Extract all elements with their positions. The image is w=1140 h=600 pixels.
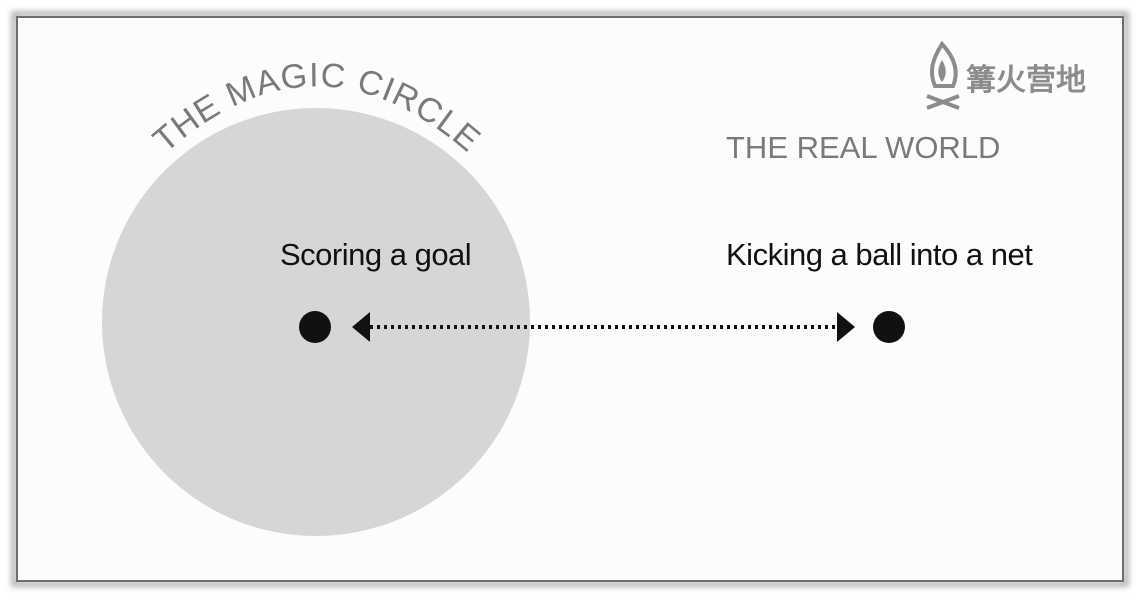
arrowhead-right-icon: [837, 312, 855, 342]
real-world-title: THE REAL WORLD: [726, 130, 1000, 165]
inside-label: Scoring a goal: [280, 237, 471, 272]
campfire-icon: [926, 40, 960, 110]
arrowhead-left-icon: [352, 312, 370, 342]
logo-text: 篝火营地: [966, 63, 1086, 98]
dot-icon: [873, 311, 905, 343]
frame-shadow: [11, 11, 1129, 587]
outside-label: Kicking a ball into a net: [726, 237, 1033, 272]
dot-icon: [299, 311, 331, 343]
